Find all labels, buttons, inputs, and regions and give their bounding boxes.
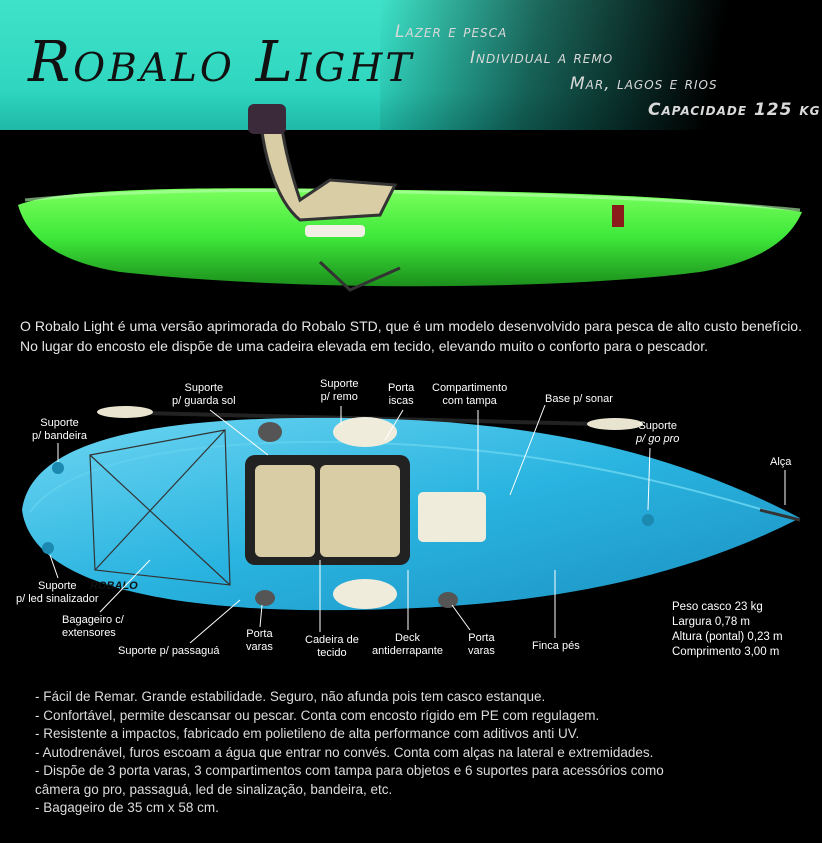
feature-item: câmera go pro, passaguá, led de sinaliza… <box>35 781 393 797</box>
features-list: - Fácil de Remar. Grande estabilidade. S… <box>35 688 795 818</box>
callout-suporte-passagua: Suporte p/ passaguá <box>118 645 220 657</box>
feature-item: - Fácil de Remar. Grande estabilidade. S… <box>35 689 546 704</box>
tagline-3: Mar, lagos e rios <box>570 74 718 94</box>
feature-item: - Autodrenável, furos escoam a água que … <box>35 744 654 760</box>
specs-block: Peso casco 23 kg Largura 0,78 m Altura (… <box>672 600 783 660</box>
feature-item: - Confortável, permite descansar ou pesc… <box>35 707 600 723</box>
feature-item: - Bagageiro de 35 cm x 58 cm. <box>35 800 219 815</box>
feature-item: - Dispõe de 3 porta varas, 3 compartimen… <box>35 763 664 778</box>
feature-item: - Resistente a impactos, fabricado em po… <box>35 726 580 741</box>
callout-finca-pes: Finca pés <box>532 640 580 652</box>
callout-bagageiro: Bagageiro c/extensores <box>62 614 124 639</box>
callout-base-sonar: Base p/ sonar <box>545 393 613 405</box>
spec-largura: Largura 0,78 m <box>672 616 750 628</box>
intro-paragraph: O Robalo Light é uma versão aprimorada d… <box>20 318 802 354</box>
spec-comprimento: Comprimento 3,00 m <box>672 646 780 658</box>
kayak-side-illustration <box>18 104 802 292</box>
tagline-4: Capacidade 125 kg <box>648 100 821 120</box>
callout-alca: Alça <box>770 456 792 468</box>
product-title: Robalo Light <box>28 30 415 95</box>
spec-altura: Altura (pontal) 0,23 m <box>672 631 783 643</box>
hull-logo: ROBALO <box>90 580 138 592</box>
spec-peso: Peso casco 23 kg <box>672 601 763 613</box>
header-shade <box>380 0 822 130</box>
tagline-2: Individual a remo <box>470 48 614 68</box>
tagline-1: Lazer e pesca <box>395 22 508 42</box>
